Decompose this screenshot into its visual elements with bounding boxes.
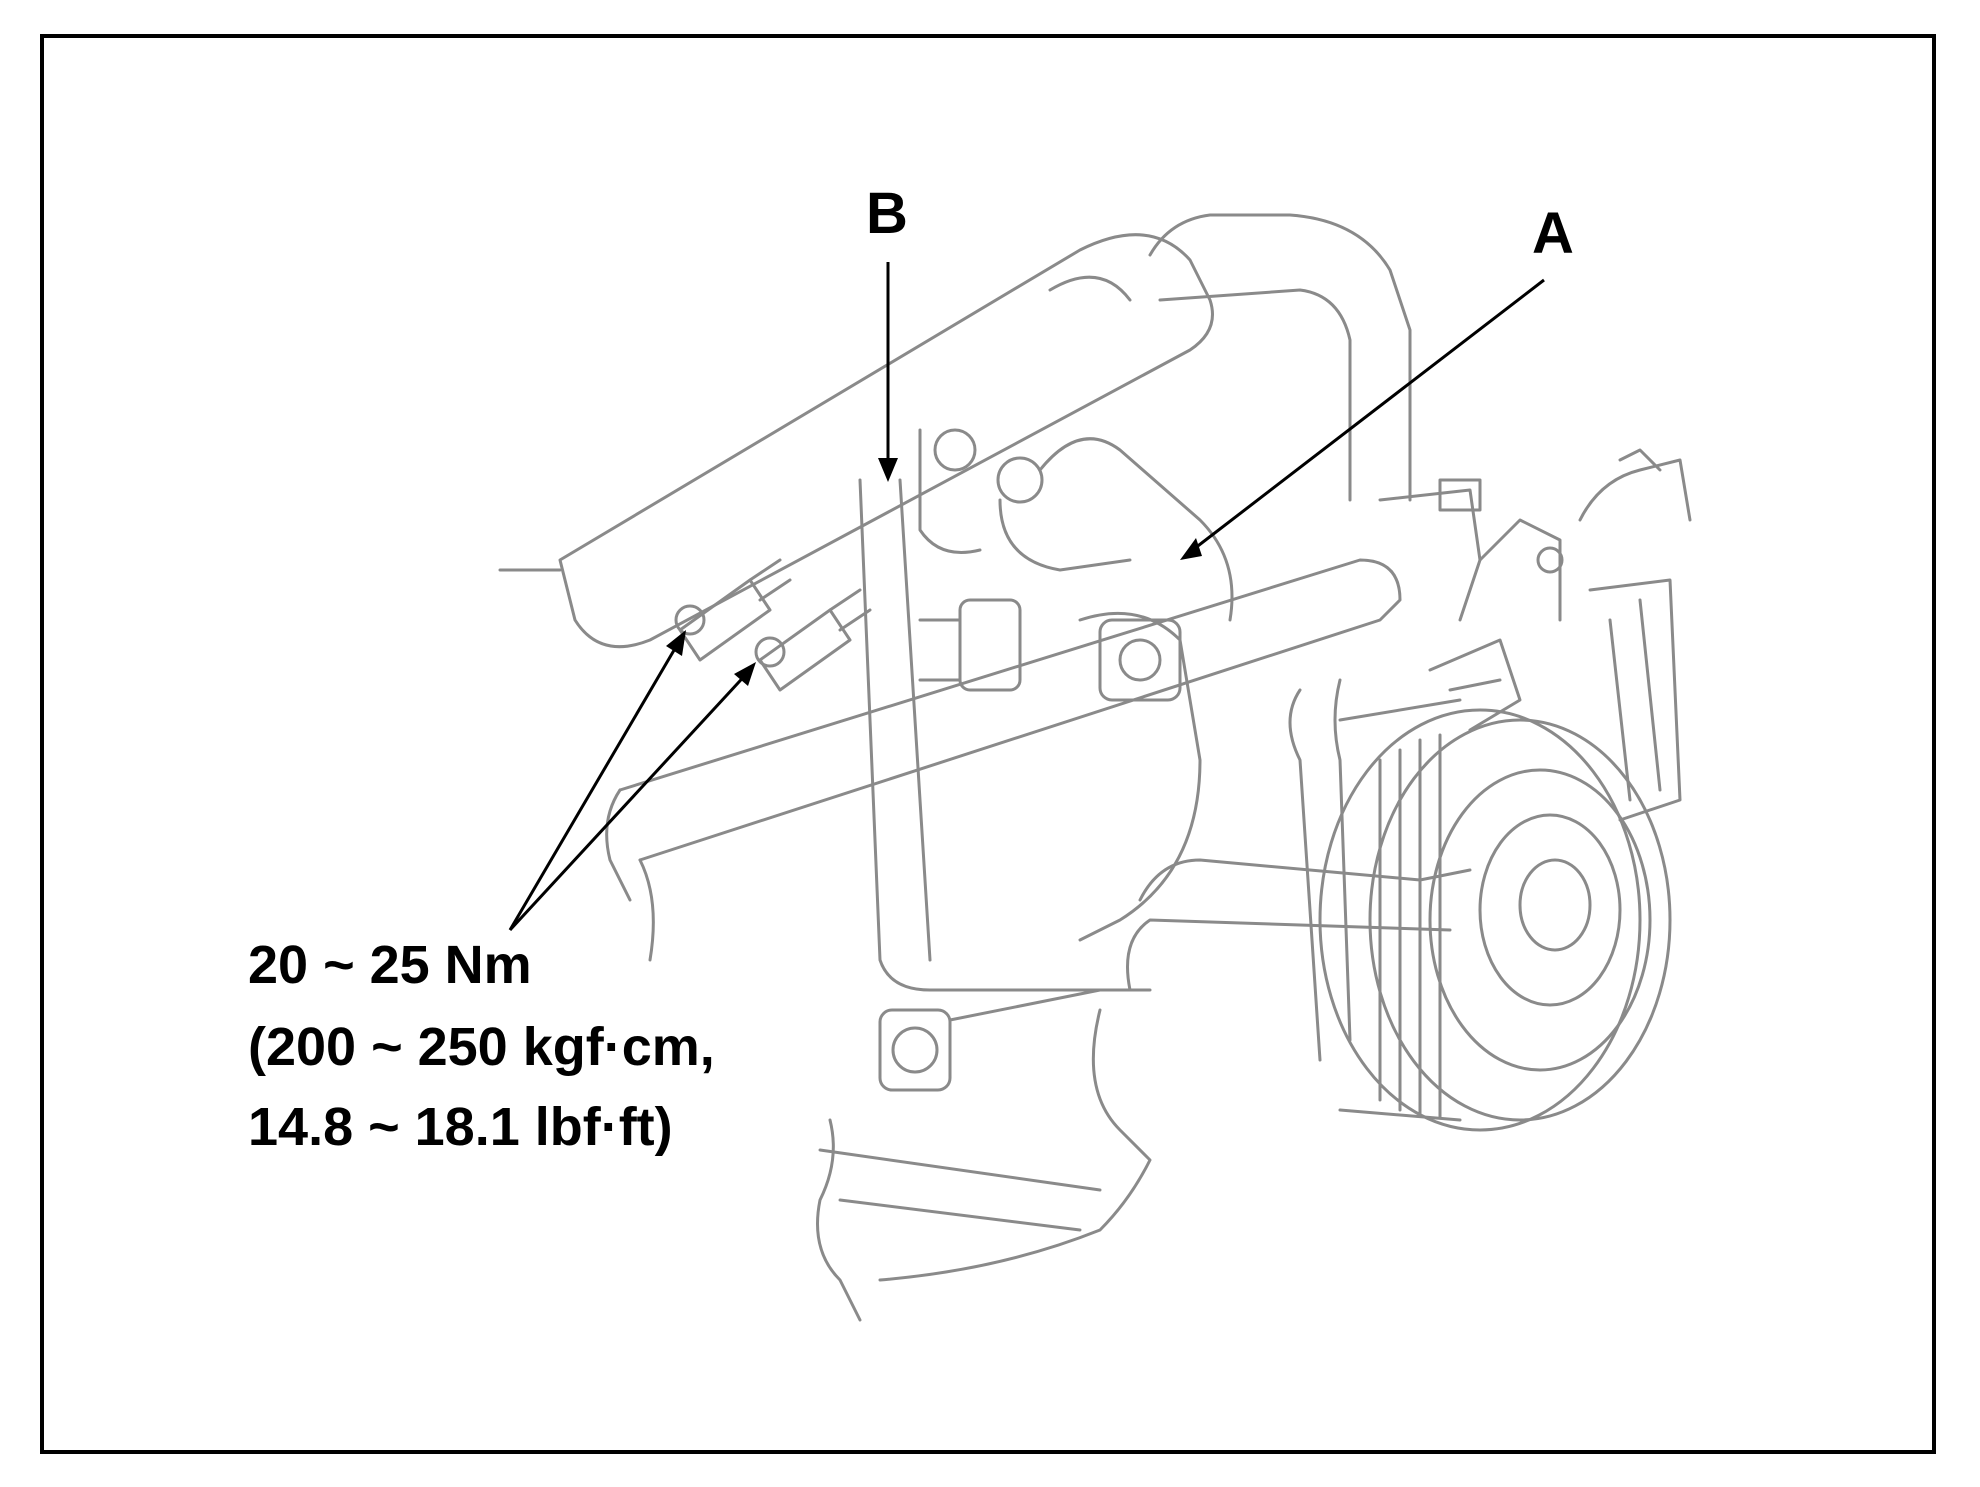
callout-b: B	[866, 181, 908, 246]
engine-drawing	[498, 213, 1692, 1322]
callout-a: A	[1532, 201, 1574, 266]
torque-spec-lbf: 14.8 ~ 18.1 lbf·ft)	[248, 1097, 673, 1157]
torque-spec-nm: 20 ~ 25 Nm	[248, 935, 532, 995]
leader-lines	[508, 262, 1545, 932]
torque-spec-kgf: (200 ~ 250 kgf·cm,	[248, 1017, 715, 1077]
diagram-frame	[40, 34, 1936, 1454]
